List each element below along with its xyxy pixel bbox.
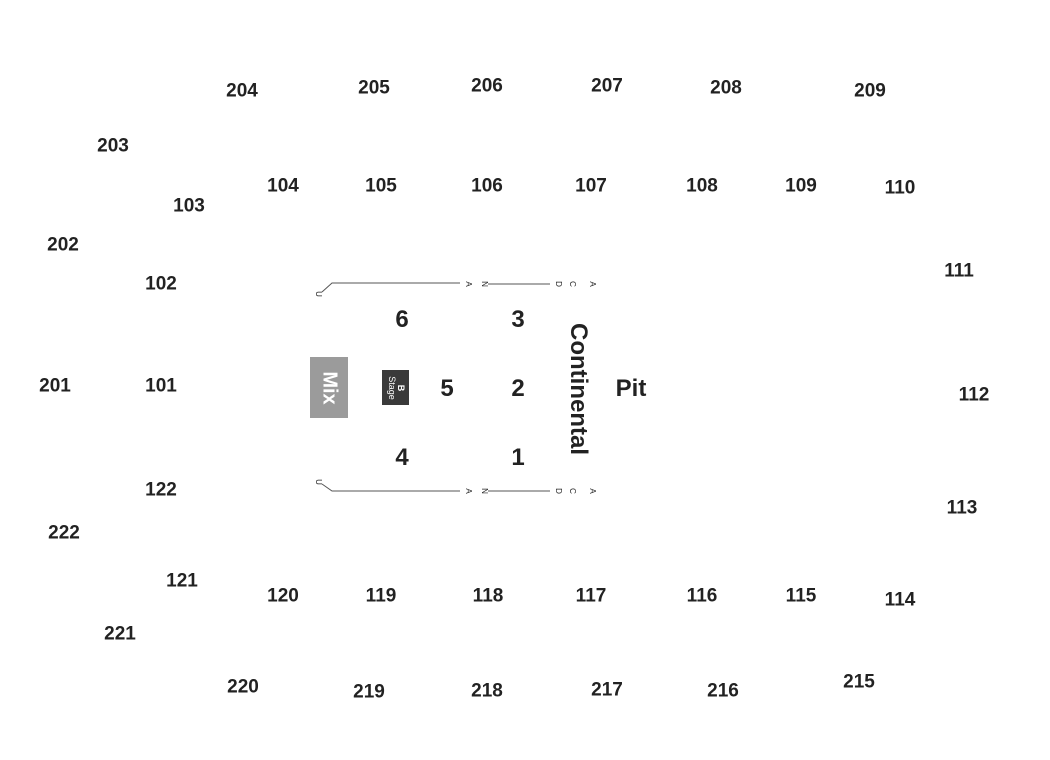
rail-bottom-n: N bbox=[480, 488, 489, 494]
section-122[interactable]: 122 bbox=[145, 479, 177, 501]
section-216[interactable]: 216 bbox=[707, 680, 739, 702]
section-105[interactable]: 105 bbox=[365, 175, 397, 197]
section-201[interactable]: 201 bbox=[39, 375, 71, 397]
section-114[interactable]: 114 bbox=[884, 589, 916, 611]
section-103[interactable]: 103 bbox=[173, 195, 205, 217]
section-206[interactable]: 206 bbox=[471, 75, 503, 97]
rail-top-d: D bbox=[554, 281, 563, 287]
section-101[interactable]: 101 bbox=[145, 375, 177, 397]
section-118[interactable]: 118 bbox=[472, 585, 504, 607]
section-116[interactable]: 116 bbox=[686, 585, 718, 607]
section-205[interactable]: 205 bbox=[358, 77, 390, 99]
mix-label: Mix bbox=[318, 370, 341, 405]
rail-bottom-a1: A bbox=[464, 488, 473, 494]
mix-position: Mix bbox=[310, 357, 348, 418]
section-203[interactable]: 203 bbox=[97, 135, 129, 157]
section-109[interactable]: 109 bbox=[785, 175, 817, 197]
section-215[interactable]: 215 bbox=[843, 671, 875, 693]
section-113[interactable]: 113 bbox=[946, 497, 978, 519]
floor-section-2[interactable]: 2 bbox=[511, 375, 525, 402]
pit-section[interactable]: Pit bbox=[615, 375, 647, 402]
section-115[interactable]: 115 bbox=[785, 585, 817, 607]
rail-bottom-c: C bbox=[568, 488, 577, 494]
section-220[interactable]: 220 bbox=[227, 676, 259, 698]
section-121[interactable]: 121 bbox=[166, 570, 198, 592]
rail-bottom-a2: A bbox=[588, 488, 597, 494]
rail-top-a1: A bbox=[464, 281, 473, 287]
rail-top-c: C bbox=[568, 281, 577, 287]
rail-bottom-u: U bbox=[314, 479, 323, 485]
floor-section-5[interactable]: 5 bbox=[440, 375, 454, 402]
section-218[interactable]: 218 bbox=[471, 680, 503, 702]
continental-section[interactable]: Continental bbox=[565, 323, 592, 455]
section-217[interactable]: 217 bbox=[591, 679, 623, 701]
rail-top-a2: A bbox=[588, 281, 597, 287]
section-110[interactable]: 110 bbox=[884, 177, 916, 199]
rail-bottom-d: D bbox=[554, 488, 563, 494]
rail-top-u: U bbox=[314, 291, 323, 297]
section-104[interactable]: 104 bbox=[267, 175, 299, 197]
section-207[interactable]: 207 bbox=[591, 75, 623, 97]
section-112[interactable]: 112 bbox=[958, 384, 990, 406]
rail-top-n: N bbox=[480, 281, 489, 287]
section-119[interactable]: 119 bbox=[365, 585, 397, 607]
b-stage-label: B Stage bbox=[386, 375, 406, 400]
section-209[interactable]: 209 bbox=[854, 80, 886, 102]
section-204[interactable]: 204 bbox=[226, 80, 258, 102]
floor-section-1[interactable]: 1 bbox=[511, 444, 525, 471]
section-108[interactable]: 108 bbox=[686, 175, 718, 197]
section-106[interactable]: 106 bbox=[471, 175, 503, 197]
b-stage: B Stage bbox=[382, 370, 409, 405]
section-222[interactable]: 222 bbox=[48, 522, 80, 544]
section-219[interactable]: 219 bbox=[353, 681, 385, 703]
section-111[interactable]: 111 bbox=[944, 260, 974, 282]
section-120[interactable]: 120 bbox=[267, 585, 299, 607]
floor-section-6[interactable]: 6 bbox=[395, 306, 409, 333]
section-102[interactable]: 102 bbox=[145, 273, 177, 295]
floor-section-3[interactable]: 3 bbox=[511, 306, 525, 333]
b-stage-word: Stage bbox=[386, 375, 397, 400]
floor-section-4[interactable]: 4 bbox=[395, 444, 409, 471]
section-202[interactable]: 202 bbox=[47, 234, 79, 256]
section-107[interactable]: 107 bbox=[575, 175, 607, 197]
section-117[interactable]: 117 bbox=[575, 585, 607, 607]
section-208[interactable]: 208 bbox=[710, 77, 742, 99]
section-221[interactable]: 221 bbox=[104, 623, 136, 645]
